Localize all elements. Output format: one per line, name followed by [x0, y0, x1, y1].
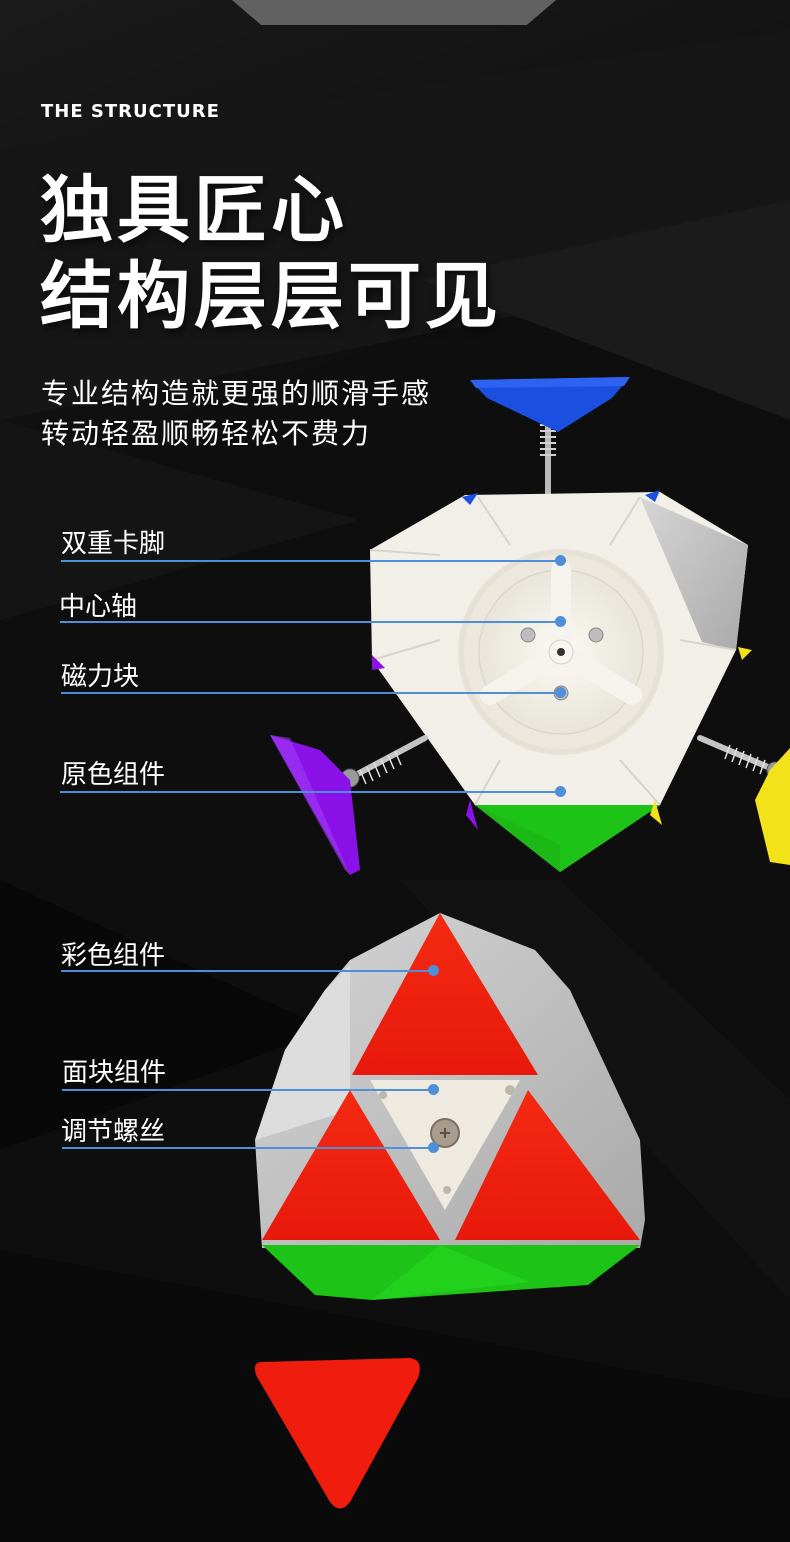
callout-line	[60, 621, 560, 623]
headline: 独具匠心 结构层层可见	[40, 168, 502, 340]
callout-dot	[555, 687, 566, 698]
top-tab-decoration	[232, 0, 556, 25]
callout-label-double-clip: 双重卡脚	[61, 529, 166, 559]
callout-dot	[555, 555, 566, 566]
headline-line-1: 独具匠心	[40, 168, 348, 253]
callout-label-center-axis: 中心轴	[59, 592, 138, 622]
callout-dot	[428, 1084, 439, 1095]
callout-line	[61, 560, 561, 562]
headline-line-2: 结构层层可见	[40, 254, 502, 339]
assembled-pyramid	[255, 913, 645, 1300]
callout-dot	[555, 786, 566, 797]
callout-line	[61, 692, 561, 694]
callout-line	[60, 791, 560, 793]
callout-line	[62, 1147, 433, 1149]
red-triangle-piece	[254, 1358, 420, 1509]
subtitle-line-2: 转动轻盈顺畅轻松不费力	[41, 417, 372, 450]
section-eyebrow: THE STRUCTURE	[41, 101, 220, 122]
callout-label-face-parts: 面块组件	[62, 1058, 167, 1088]
callout-dot	[555, 616, 566, 627]
subtitle: 专业结构造就更强的顺滑手感 转动轻盈顺畅轻松不费力	[41, 374, 431, 454]
callout-dot	[428, 965, 439, 976]
callout-line	[62, 1089, 433, 1091]
callout-label-magnet: 磁力块	[61, 662, 140, 692]
callout-label-colored-parts: 彩色组件	[61, 941, 166, 971]
callout-dot	[428, 1142, 439, 1153]
callout-label-primary-color-parts: 原色组件	[61, 760, 166, 790]
subtitle-line-1: 专业结构造就更强的顺滑手感	[41, 377, 432, 410]
callout-label-adjust-screw: 调节螺丝	[61, 1117, 166, 1147]
exploded-cube	[270, 377, 790, 875]
callout-line	[61, 970, 433, 972]
